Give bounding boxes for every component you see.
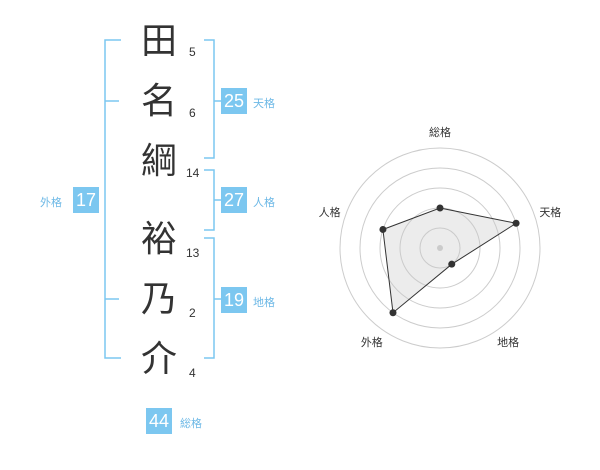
soukaku-label: 総格 [180, 417, 202, 430]
name-char-1: 田 [140, 21, 177, 62]
radar-axis-label: 外格 [361, 335, 383, 349]
radar-point [436, 204, 444, 212]
radar-point [448, 260, 456, 268]
jinkaku-value: 27 [221, 187, 247, 213]
radar-point [389, 309, 397, 317]
tenkaku-label: 天格 [253, 97, 275, 110]
stroke-count-6: 4 [189, 366, 196, 380]
radar-center [437, 245, 443, 251]
radar-axis-label: 人格 [319, 205, 341, 219]
chikaku-bracket [204, 237, 221, 359]
name-char-3: 綱 [140, 141, 177, 182]
radar-polygon [382, 207, 518, 314]
radar-axis-label: 天格 [539, 205, 561, 219]
radar-axis-label: 地格 [497, 335, 519, 349]
gaikaku-bracket [104, 39, 121, 359]
chikaku-label: 地格 [253, 296, 275, 309]
chikaku-value: 19 [221, 287, 247, 313]
radar-ring-1 [419, 227, 461, 269]
radar-point [379, 225, 387, 233]
stroke-count-4: 13 [186, 246, 200, 260]
radar-axis-label: 総格 [429, 125, 451, 139]
jinkaku-bracket [204, 169, 221, 231]
radar-ring-5 [339, 147, 541, 349]
soukaku-value: 44 [146, 408, 172, 434]
gaikaku-label: 外格 [40, 196, 62, 209]
name-char-2: 名 [140, 81, 177, 122]
name-char-6: 介 [140, 339, 177, 380]
stroke-count-1: 5 [189, 45, 196, 59]
stroke-count-3: 14 [186, 166, 200, 180]
tenkaku-value: 25 [221, 88, 247, 114]
jinkaku-label: 人格 [253, 196, 275, 209]
radar-ring-4 [359, 167, 521, 329]
radar-ring-3 [379, 187, 501, 309]
name-char-5: 乃 [140, 279, 177, 320]
stroke-count-2: 6 [189, 106, 196, 120]
name-char-4: 裕 [140, 219, 177, 260]
stroke-count-5: 2 [189, 306, 196, 320]
gaikaku-value: 17 [73, 187, 99, 213]
radar-point [512, 219, 520, 227]
tenkaku-bracket [204, 39, 221, 159]
